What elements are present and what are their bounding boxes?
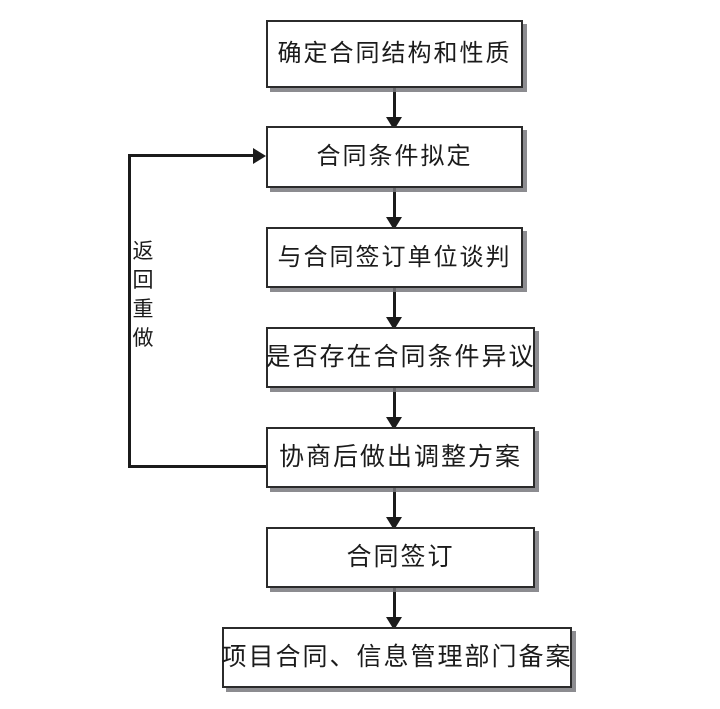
feedback-loop-label: 返回重做	[132, 239, 154, 350]
feedback-segment-bottom	[128, 465, 268, 468]
flow-node-label: 与合同签订单位谈判	[277, 244, 512, 271]
arrowhead-n2-n3	[386, 217, 402, 230]
connector-n4-n5	[393, 388, 396, 430]
flow-node-determine-contract-structure[interactable]: 确定合同结构和性质	[266, 20, 523, 88]
flow-node-label: 确定合同结构和性质	[277, 41, 512, 67]
arrowhead-feedback-into-n2	[253, 148, 266, 164]
flow-node-contract-terms-objection-check[interactable]: 是否存在合同条件异议	[266, 327, 535, 388]
flow-node-label: 合同条件拟定	[316, 144, 473, 170]
arrowhead-n6-n7	[386, 617, 402, 630]
flow-node-label: 项目合同、信息管理部门备案	[221, 644, 573, 671]
flow-node-negotiate-with-signing-party[interactable]: 与合同签订单位谈判	[266, 227, 523, 288]
flow-node-label: 合同签订	[346, 544, 455, 571]
connector-n3-n4	[393, 288, 396, 330]
connector-n2-n3	[393, 188, 396, 230]
arrowhead-n5-n6	[386, 517, 402, 530]
connector-n6-n7	[393, 588, 396, 630]
flow-node-contract-signing[interactable]: 合同签订	[266, 527, 535, 588]
feedback-segment-vertical	[128, 154, 131, 468]
arrowhead-n4-n5	[386, 417, 402, 430]
flow-node-label: 是否存在合同条件异议	[265, 344, 536, 371]
connector-n5-n6	[393, 488, 396, 530]
arrowhead-n3-n4	[386, 317, 402, 330]
flow-node-filing-with-management-department[interactable]: 项目合同、信息管理部门备案	[222, 627, 572, 688]
flow-node-draft-contract-terms[interactable]: 合同条件拟定	[266, 126, 523, 188]
flow-node-label: 协商后做出调整方案	[278, 444, 522, 471]
flow-node-adjustment-plan-after-negotiation[interactable]: 协商后做出调整方案	[266, 427, 535, 488]
feedback-segment-top	[128, 154, 258, 157]
connector-n1-n2	[393, 88, 396, 130]
